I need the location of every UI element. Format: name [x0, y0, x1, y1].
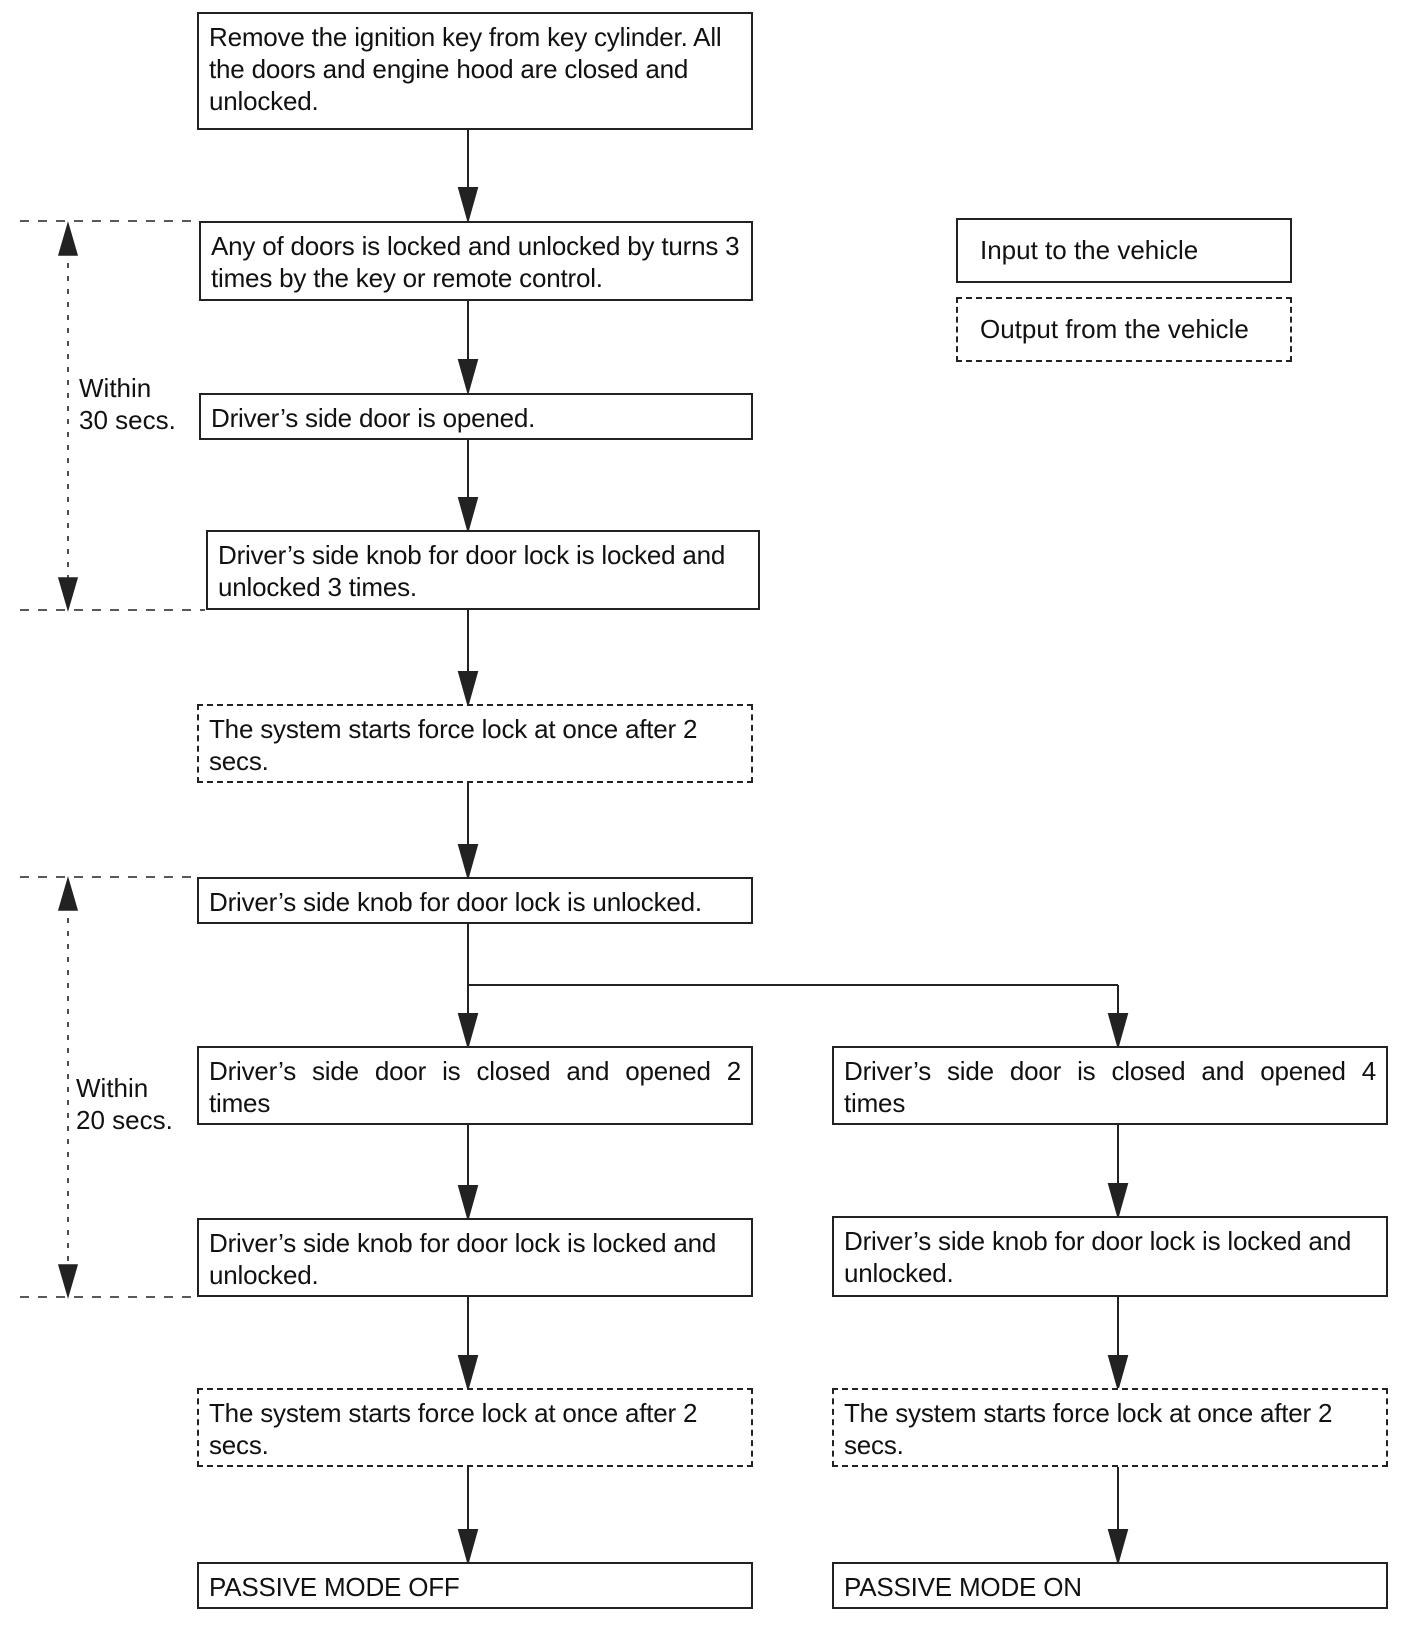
timing-label-20-line1: Within — [76, 1073, 149, 1103]
step-turns: Any of doors is locked and unlocked by t… — [199, 221, 753, 301]
step-left-door-2: Driver’s side door is closed and opened … — [197, 1046, 753, 1125]
step-start: Remove the ignition key from key cylinde… — [197, 12, 753, 130]
legend-output: Output from the vehicle — [956, 297, 1292, 362]
arrowhead — [1107, 1183, 1129, 1220]
step-left-force-lock: The system starts force lock at once aft… — [197, 1388, 753, 1467]
step-right-knob-text: Driver’s side knob for door lock is lock… — [844, 1226, 1352, 1288]
legend-input-label: Input to the vehicle — [980, 235, 1199, 265]
step-right-knob: Driver’s side knob for door lock is lock… — [832, 1216, 1388, 1297]
step-force-lock-1-text: The system starts force lock at once aft… — [209, 714, 698, 776]
step-turns-text: Any of doors is locked and unlocked by t… — [211, 231, 740, 293]
step-door-opened-text: Driver’s side door is opened. — [211, 403, 536, 433]
step-force-lock-1: The system starts force lock at once aft… — [197, 704, 753, 783]
step-knob-unlocked-text: Driver’s side knob for door lock is unlo… — [209, 887, 702, 917]
step-mode-on-text: PASSIVE MODE ON — [844, 1572, 1082, 1602]
arrowhead — [457, 497, 479, 534]
arrowhead — [1107, 1013, 1129, 1050]
step-mode-off-text: PASSIVE MODE OFF — [209, 1572, 460, 1602]
step-right-force-lock: The system starts force lock at once aft… — [832, 1388, 1388, 1467]
arrowhead — [457, 671, 479, 708]
timing-label-30: Within 30 secs. — [77, 372, 178, 436]
timing-arrow-up — [57, 221, 79, 256]
timing-label-30-line1: Within — [79, 373, 152, 403]
arrowhead — [457, 1185, 479, 1222]
step-start-text: Remove the ignition key from key cylinde… — [209, 22, 722, 116]
arrowhead — [457, 844, 479, 881]
arrowhead — [1107, 1529, 1129, 1566]
step-knob-3-times: Driver’s side knob for door lock is lock… — [206, 530, 760, 610]
timing-label-30-line2: 30 secs. — [79, 405, 176, 435]
arrowhead — [457, 359, 479, 396]
step-door-opened: Driver’s side door is opened. — [199, 393, 753, 440]
timing-arrow-down — [57, 1264, 79, 1299]
step-knob-unlocked: Driver’s side knob for door lock is unlo… — [197, 877, 753, 924]
step-right-door-4-text: Driver’s side door is closed and opened … — [844, 1056, 1376, 1118]
timing-arrow-down — [57, 577, 79, 612]
timing-indicators — [20, 220, 205, 1299]
step-mode-on: PASSIVE MODE ON — [832, 1562, 1388, 1609]
timing-label-20-line2: 20 secs. — [76, 1105, 173, 1135]
legend-input: Input to the vehicle — [956, 218, 1292, 283]
step-left-knob-text: Driver’s side knob for door lock is lock… — [209, 1228, 717, 1290]
step-left-door-2-text: Driver’s side door is closed and opened … — [209, 1056, 741, 1118]
step-right-force-lock-text: The system starts force lock at once aft… — [844, 1398, 1333, 1460]
step-mode-off: PASSIVE MODE OFF — [197, 1562, 753, 1609]
arrowhead — [457, 1529, 479, 1566]
arrowhead — [457, 1013, 479, 1050]
step-knob-3-times-text: Driver’s side knob for door lock is lock… — [218, 540, 726, 602]
arrowhead — [1107, 1355, 1129, 1392]
step-left-force-lock-text: The system starts force lock at once aft… — [209, 1398, 698, 1460]
arrowhead — [457, 187, 479, 224]
step-right-door-4: Driver’s side door is closed and opened … — [832, 1046, 1388, 1125]
arrowhead — [457, 1355, 479, 1392]
main-arrows — [457, 130, 1129, 1566]
step-left-knob: Driver’s side knob for door lock is lock… — [197, 1218, 753, 1297]
legend-output-label: Output from the vehicle — [980, 314, 1249, 344]
timing-arrow-up — [57, 876, 79, 911]
timing-label-20: Within 20 secs. — [74, 1072, 175, 1136]
